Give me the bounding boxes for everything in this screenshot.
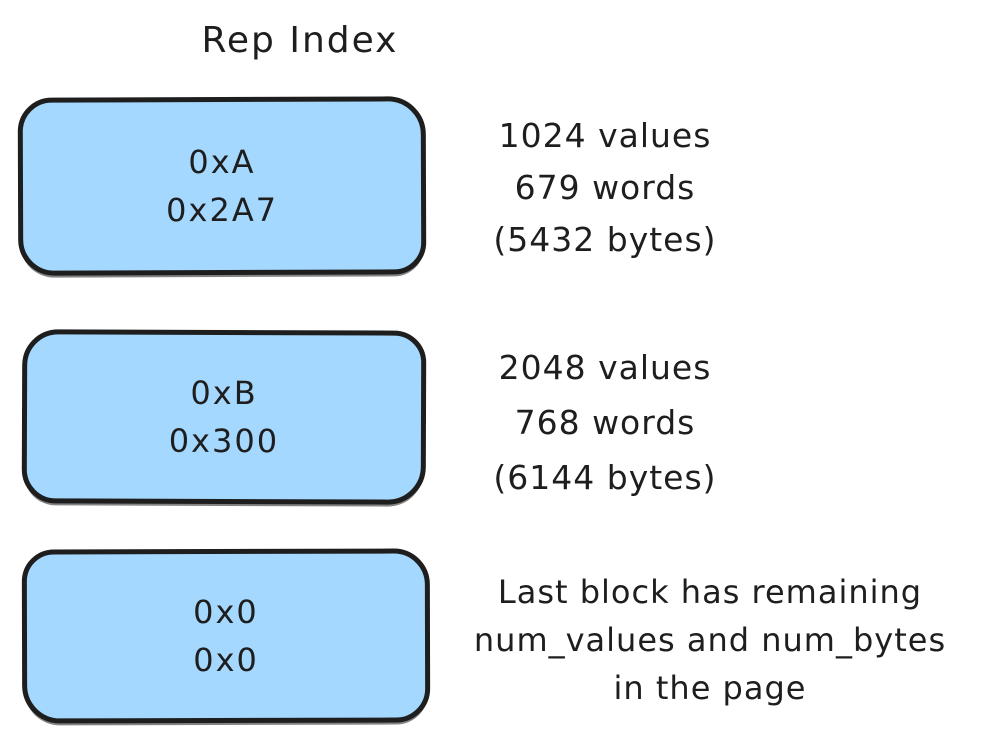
block-1-annotation-line-3: (5432 bytes)	[493, 220, 717, 259]
block-1-hex-line-2: 0x2A7	[166, 190, 279, 230]
block-3-hex-line-1: 0x0	[193, 592, 259, 631]
rep-index-block-2: 0xB 0x300	[21, 329, 427, 505]
rep-index-block-3: 0x0 0x0	[21, 548, 431, 724]
block-2-annotation-line-1: 2048 values	[498, 348, 712, 387]
block-2-hex-line-1: 0xB	[190, 373, 258, 412]
block-3-annotation: Last block has remaining num_values and …	[445, 568, 975, 712]
block-1-annotation-line-2: 679 words	[514, 168, 696, 207]
diagram-title: Rep Index	[201, 20, 399, 61]
block-3-annotation-line-1: Last block has remaining	[497, 573, 923, 611]
block-1-annotation: 1024 values 679 words (5432 bytes)	[440, 110, 770, 266]
block-2-hex-line-2: 0x300	[168, 421, 280, 461]
block-3-annotation-line-2: num_values and num_bytes	[473, 621, 947, 659]
rep-index-block-1: 0xA 0x2A7	[17, 96, 427, 276]
block-1-annotation-line-1: 1024 values	[498, 116, 712, 155]
block-2-annotation: 2048 values 768 words (6144 bytes)	[440, 340, 770, 505]
block-2-annotation-line-2: 768 words	[514, 403, 696, 442]
block-3-annotation-line-3: in the page	[613, 669, 807, 707]
block-3-hex-line-2: 0x0	[193, 640, 259, 680]
block-1-hex-line-1: 0xA	[188, 142, 256, 181]
block-2-annotation-line-3: (6144 bytes)	[493, 458, 717, 497]
